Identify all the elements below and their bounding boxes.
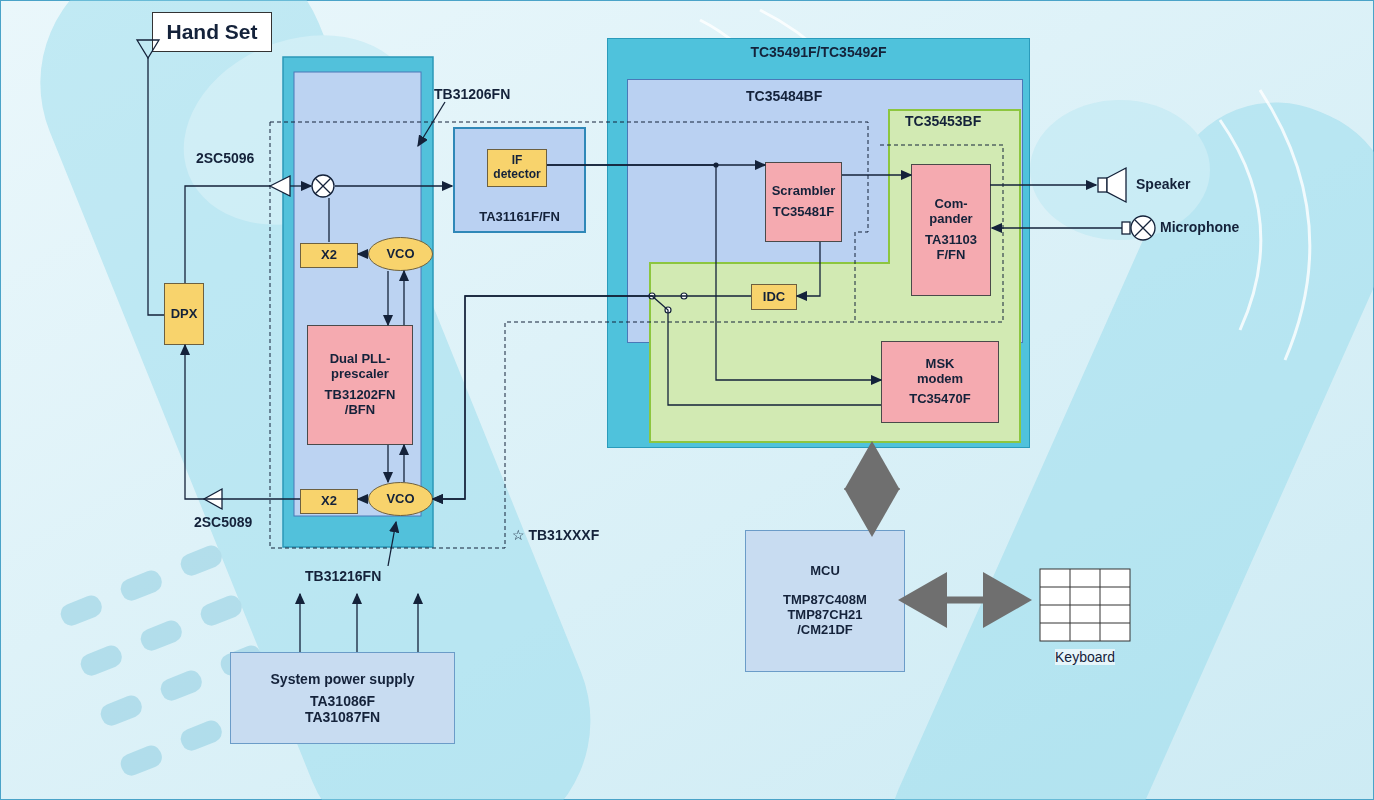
node-content: System power supplyTA31086F TA31087FN [231, 653, 454, 743]
process-box: Dual PLL- prescalerTB31202FN /BFN [307, 325, 413, 445]
bus-arrow [869, 448, 876, 530]
rx-wire [290, 185, 311, 186]
signal-connector [358, 498, 368, 499]
chip-module-region: TC35453BF Com- panderTA31103 F/FN IDC MSK m… [649, 109, 1021, 443]
process-box: ScramblerTC35481F [765, 162, 842, 242]
node-title: X2 [321, 494, 337, 509]
node-title: VCO [386, 247, 414, 262]
process-box: IDC [751, 284, 797, 310]
keyboard-icon: Keyboard [1025, 565, 1145, 669]
node-content: Com- panderTA31103 F/FN [912, 165, 990, 295]
node-content: Keyboard [1025, 565, 1145, 669]
chip-package-box: TC35491F/TC35492FTC35484BFScramblerTC354… [607, 38, 1030, 448]
node-title: Keyboard [1055, 649, 1115, 665]
node-title: MSK modem [914, 357, 966, 387]
amplifier-symbol [270, 176, 290, 196]
node-title: System power supply [271, 671, 415, 687]
signal-connector [358, 253, 368, 254]
speaker-symbol [1098, 168, 1126, 202]
speaker-wire [990, 184, 1096, 185]
node-title: DPX [171, 307, 198, 322]
signal-connector [842, 174, 911, 175]
node-title: MCU [810, 564, 840, 579]
duplexer-box: DPX [164, 283, 204, 345]
process-box: IF detector [487, 149, 547, 187]
signal-connector [185, 345, 300, 499]
node-subtitle: TC35481F [773, 205, 834, 220]
mixer-symbol [312, 175, 334, 197]
signal-connector [403, 445, 404, 482]
mixer-out-wire [335, 185, 452, 186]
node-content: MSK modemTC35470F [882, 342, 998, 422]
process-box: MSK modemTC35470F [881, 341, 999, 423]
node-title: Dual PLL- prescaler [318, 352, 402, 382]
bus-arrow [905, 597, 1025, 604]
vco-ellipse: VCO [368, 482, 433, 516]
node-content: X2 [301, 490, 357, 513]
signal-connector [387, 271, 388, 325]
node-content: ScramblerTC35481F [766, 163, 841, 241]
chip-box: TA31161F/FN IF detector [453, 127, 586, 233]
power-arrow [299, 594, 300, 652]
process-box: Com- panderTA31103 F/FN [911, 164, 991, 296]
synthesizer-module [283, 57, 433, 547]
node-content: DPX [165, 284, 203, 344]
node-title: TC35453BF [905, 113, 981, 129]
antenna-wire [148, 58, 164, 315]
microphone-wire [992, 227, 1122, 228]
node-subtitle: TB31202FN /BFN [318, 388, 402, 418]
part-number: 2SC5096 [196, 150, 254, 166]
node-title: Scrambler [772, 184, 836, 199]
node-title: IDC [763, 290, 785, 305]
node-title: IF detector [492, 154, 542, 182]
vco-ellipse: VCO [368, 237, 433, 271]
power-supply-box: System power supplyTA31086F TA31087FN [230, 652, 455, 744]
node-subtitle: TMP87C408M TMP87CH21 /CM21DF [773, 593, 877, 638]
node-title: TC35491F/TC35492F [750, 44, 886, 60]
node-subtitle: TC35470F [909, 392, 970, 407]
node-content: MCU TMP87C408M TMP87CH21 /CM21DF [746, 531, 904, 671]
title-box: Hand Set [152, 12, 272, 52]
part-number: 2SC5089 [194, 514, 252, 530]
signal-connector [403, 271, 404, 325]
node-title: TA31161F/FN [479, 210, 560, 225]
part-number: TB31206FN [434, 86, 510, 102]
lo-wire [328, 198, 329, 242]
part-number: ☆ TB31XXXF [512, 527, 599, 543]
multiplier-box: X2 [300, 489, 358, 514]
node-title: X2 [321, 248, 337, 263]
node-content: Dual PLL- prescalerTB31202FN /BFN [308, 326, 412, 444]
node-title: TC35484BF [746, 88, 822, 104]
synthesizer-inner [294, 72, 421, 516]
node-content: VCO [368, 237, 433, 271]
leader-arrow [418, 102, 445, 146]
microphone-symbol [1122, 216, 1155, 240]
leader-arrow [388, 522, 396, 566]
signal-connector [387, 445, 388, 482]
node-title: VCO [386, 492, 414, 507]
node-content: IF detector [488, 150, 546, 186]
node-content: X2 [301, 244, 357, 267]
mcu-box: MCU TMP87C408M TMP87CH21 /CM21DF [745, 530, 905, 672]
node-content: Hand Set [153, 13, 271, 51]
node-content: VCO [368, 482, 433, 516]
power-arrow [356, 594, 357, 652]
node-content: IDC [752, 285, 796, 309]
device-label: Speaker [1136, 176, 1190, 192]
rx-wire [185, 186, 270, 283]
node-subtitle: TA31086F TA31087FN [298, 693, 388, 725]
power-arrow [417, 594, 418, 652]
node-title: Com- pander [923, 197, 979, 227]
device-label: Microphone [1160, 219, 1239, 235]
multiplier-box: X2 [300, 243, 358, 268]
part-number: TB31216FN [305, 568, 381, 584]
node-title: Hand Set [166, 20, 257, 44]
node-subtitle: TA31103 F/FN [918, 233, 984, 263]
